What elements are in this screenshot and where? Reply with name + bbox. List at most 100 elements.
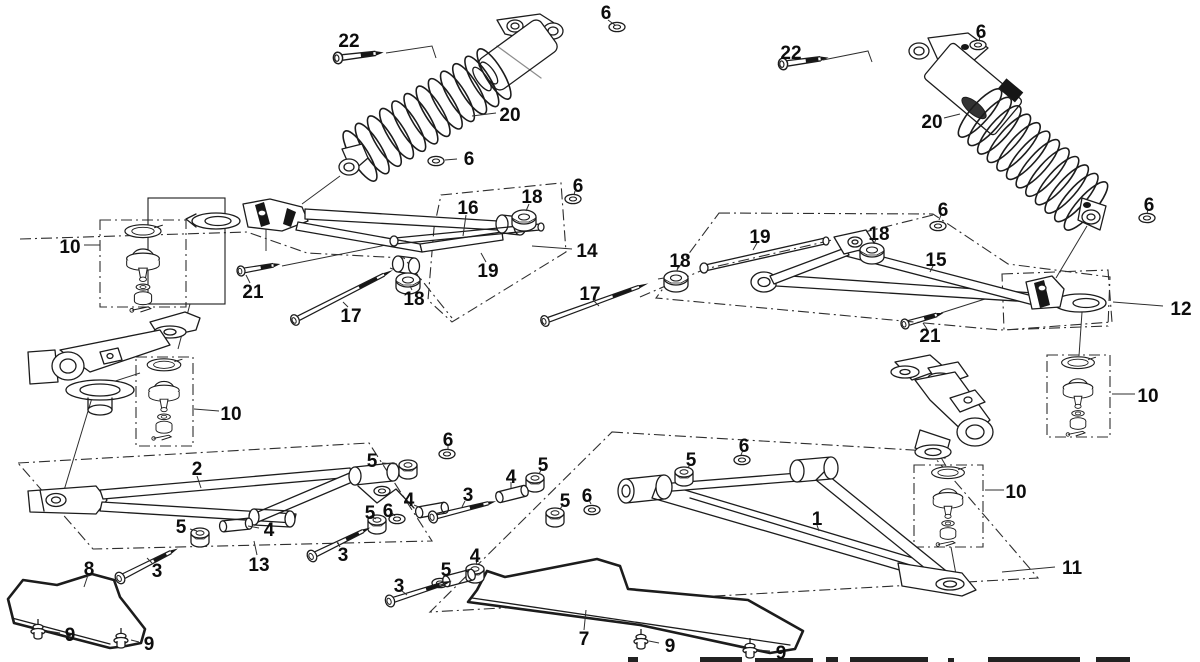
callout-17: 17: [340, 306, 361, 327]
leader-line: [47, 630, 61, 634]
callout-13: 13: [248, 555, 269, 576]
right-steering-knuckle: [890, 354, 994, 460]
dashed-region-left-upper-arm: [19, 182, 567, 323]
callout-9: 9: [776, 643, 787, 662]
callout-10: 10: [1137, 386, 1158, 407]
leader-line: [83, 574, 89, 588]
callout-4: 4: [264, 520, 275, 541]
leader-line: [189, 528, 198, 532]
leader-line: [245, 274, 251, 284]
callout-6: 6: [464, 149, 475, 170]
callout-18: 18: [669, 251, 690, 272]
callout-20: 20: [921, 112, 942, 133]
dashed-region-lower-left-arm: [16, 442, 433, 550]
callout-1: 1: [812, 509, 823, 530]
bushing-18: [663, 270, 689, 293]
ball-joint-box-upper-right: [1046, 354, 1111, 438]
washer-6: [929, 220, 947, 232]
leader-line: [462, 214, 467, 237]
leader-line: [676, 265, 679, 272]
callout-5: 5: [176, 517, 187, 538]
callout-5: 5: [560, 491, 571, 512]
callout-6: 6: [938, 200, 949, 221]
leader-line: [146, 557, 153, 564]
callout-18: 18: [403, 289, 424, 310]
callout-10: 10: [220, 404, 241, 425]
callout-6: 6: [383, 501, 394, 522]
leader-line: [583, 609, 587, 631]
pivot-shaft-rod-right: [699, 236, 830, 274]
leader-line: [531, 245, 573, 250]
callout-4: 4: [404, 490, 415, 511]
callout-3: 3: [394, 576, 405, 597]
leader-line: [336, 541, 341, 548]
leader-line: [480, 252, 487, 263]
callout-16: 16: [457, 198, 478, 219]
bushing-18: [859, 242, 885, 265]
spacer-4: [218, 517, 254, 533]
callout-6: 6: [1144, 195, 1155, 216]
washer-6: [608, 21, 626, 33]
leader-line: [757, 649, 771, 652]
callout-5: 5: [365, 503, 376, 524]
ball-joint-box-lower-right: [913, 464, 984, 548]
leader-line: [385, 45, 437, 59]
leader-line: [442, 573, 446, 579]
bushing-18: [511, 209, 537, 232]
leader-line: [401, 590, 408, 596]
callout-8: 8: [84, 559, 95, 580]
leader-line: [253, 540, 258, 556]
callout-9: 9: [144, 634, 155, 655]
skid-plate-right: [466, 557, 805, 655]
leader-line: [475, 559, 478, 566]
leader-line: [816, 524, 820, 532]
callout-5: 5: [686, 450, 697, 471]
callout-6: 6: [573, 176, 584, 197]
leader-line: [938, 214, 942, 221]
callout-22: 22: [338, 31, 359, 52]
leader-line: [1001, 566, 1056, 573]
callout-10: 10: [1005, 482, 1026, 503]
callout-17: 17: [579, 284, 600, 305]
callout-10: 10: [59, 237, 80, 258]
ball-joint-box-upper-left: [99, 219, 187, 308]
left-steering-knuckle: [27, 311, 201, 416]
ball-joint-lower-right: [931, 466, 967, 547]
ball-joint-upper-right: [1061, 356, 1097, 437]
leader-lines: [47, 19, 1164, 652]
right-upper-control-arm: [750, 229, 1107, 313]
leader-line: [471, 112, 497, 117]
callout-19: 19: [477, 261, 498, 282]
lower-right-control-arm: [617, 456, 977, 597]
leader-line: [573, 190, 576, 196]
callout-6: 6: [443, 430, 454, 451]
callout-4: 4: [506, 467, 517, 488]
ball-joint-lower-left: [146, 358, 183, 441]
callout-12: 12: [1170, 299, 1191, 320]
leader-line: [1146, 208, 1149, 215]
leader-line: [929, 265, 934, 273]
callout-22: 22: [780, 43, 801, 64]
left-shock-spring: [342, 48, 512, 182]
leader-line: [943, 113, 961, 119]
callout-7: 7: [579, 629, 590, 650]
leader-line: [648, 640, 660, 644]
callout-15: 15: [925, 250, 947, 271]
leader-line: [247, 525, 260, 529]
leader-line: [372, 516, 377, 520]
callout-21: 21: [919, 326, 941, 347]
leader-line: [381, 462, 398, 465]
leader-line: [461, 500, 466, 508]
leader-line: [978, 36, 981, 42]
leader-line: [559, 504, 564, 510]
callout-9: 9: [665, 636, 676, 657]
leader-line: [588, 499, 592, 505]
leader-line: [413, 504, 422, 509]
clipped-footer-text: [628, 657, 1130, 662]
callout-19: 19: [749, 227, 770, 248]
leader-line: [342, 301, 349, 308]
leader-line: [740, 449, 744, 456]
callout-3: 3: [463, 485, 474, 506]
